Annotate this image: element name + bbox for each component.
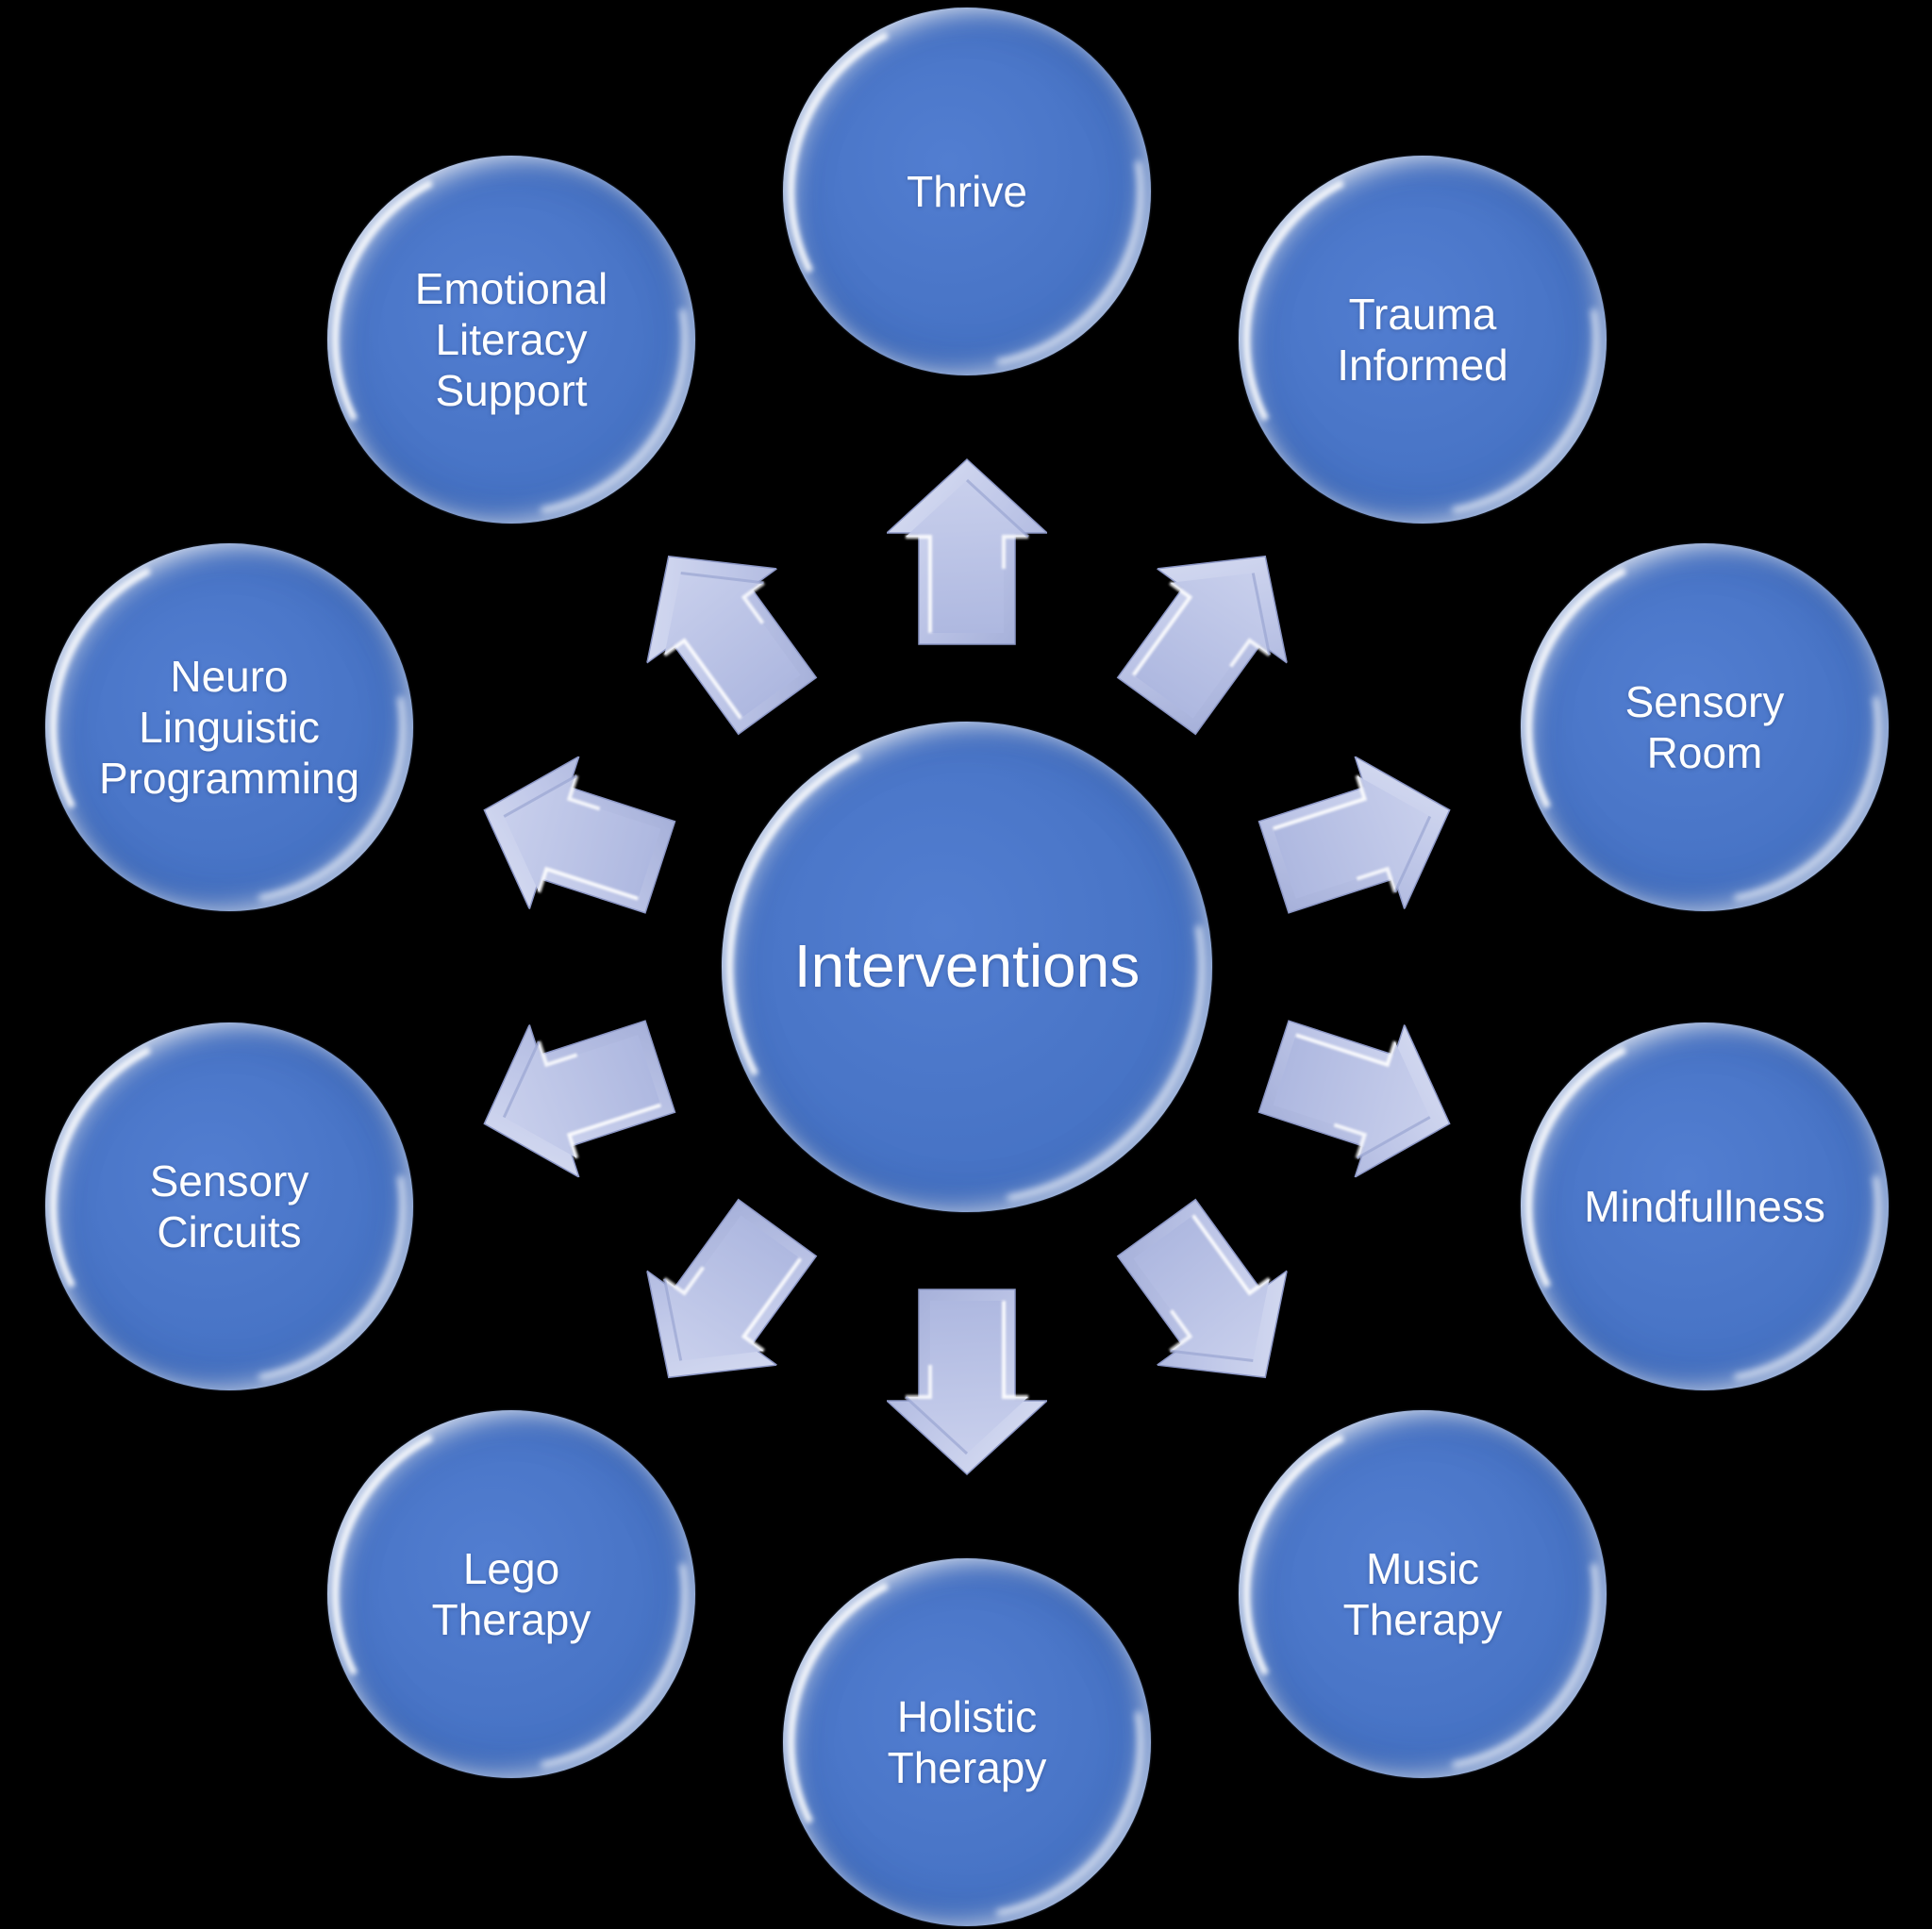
node-emotional-literacy-support: Emotional Literacy Support [327, 156, 695, 524]
node-interventions: Interventions [722, 722, 1212, 1212]
node-lego-therapy-label: Lego Therapy [431, 1543, 591, 1644]
node-neuro-linguistic-programming: Neuro Linguistic Programming [45, 543, 413, 911]
arrow-icon-up-left [603, 507, 843, 755]
node-sensory-circuits-label: Sensory Circuits [149, 1156, 309, 1256]
node-music-therapy-label: Music Therapy [1342, 1543, 1503, 1644]
node-mindfullness: Mindfullness [1521, 1023, 1889, 1390]
node-music-therapy: Music Therapy [1239, 1410, 1607, 1778]
node-neuro-linguistic-programming-label: Neuro Linguistic Programming [98, 651, 360, 804]
arrow-icon-down-left [603, 1179, 843, 1426]
arrow-icon-left-down [458, 989, 687, 1200]
arrow-icon-up-right [1091, 507, 1331, 755]
node-trauma-informed-label: Trauma Informed [1337, 289, 1508, 390]
node-emotional-literacy-support-label: Emotional Literacy Support [414, 263, 608, 416]
node-thrive-label: Thrive [907, 166, 1027, 216]
node-holistic-therapy-label: Holistic Therapy [887, 1691, 1047, 1792]
node-sensory-room: Sensory Room [1521, 543, 1889, 911]
node-sensory-room-label: Sensory Room [1624, 676, 1785, 777]
arrow-icon-right-up [1247, 733, 1476, 943]
arrow-icon-right-down [1247, 989, 1476, 1200]
node-interventions-label: Interventions [793, 932, 1141, 1001]
node-thrive: Thrive [783, 8, 1151, 375]
node-mindfullness-label: Mindfullness [1584, 1181, 1825, 1231]
arrow-icon-down [887, 1288, 1047, 1476]
node-trauma-informed: Trauma Informed [1239, 156, 1607, 524]
node-holistic-therapy: Holistic Therapy [783, 1558, 1151, 1926]
arrow-icon-up [887, 457, 1047, 646]
arrow-icon-left-up [458, 733, 687, 943]
arrow-icon-down-right [1091, 1179, 1331, 1426]
node-lego-therapy: Lego Therapy [327, 1410, 695, 1778]
node-sensory-circuits: Sensory Circuits [45, 1023, 413, 1390]
